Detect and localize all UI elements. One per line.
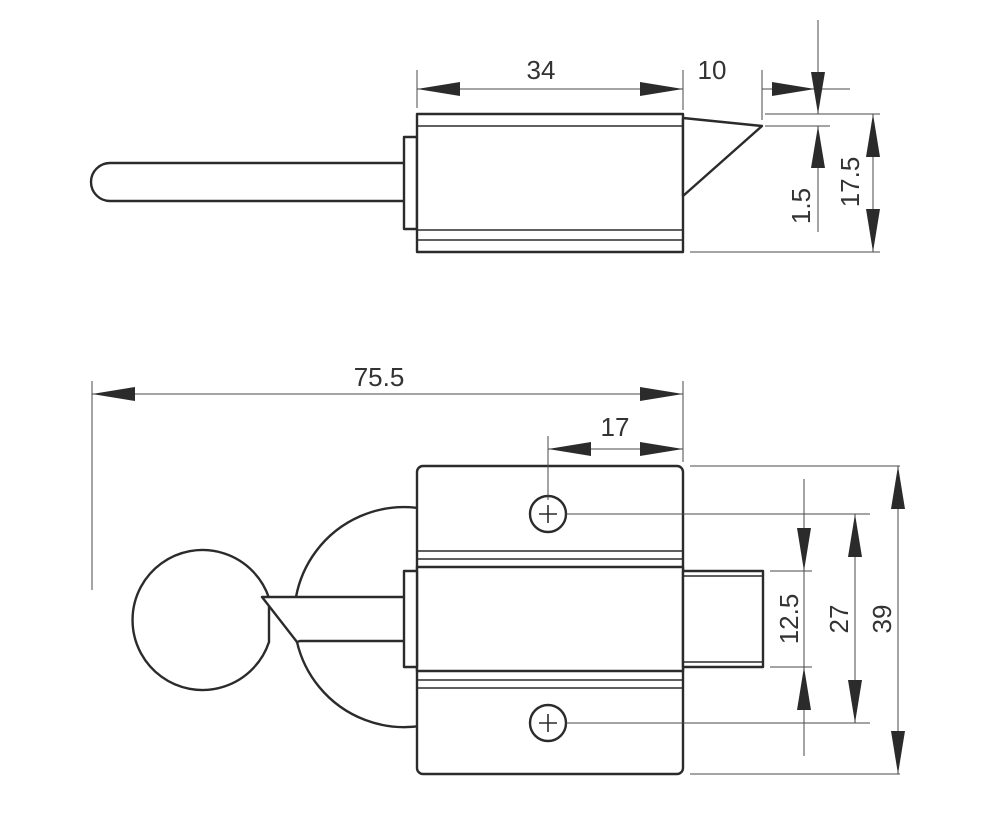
screw-hole-top-icon bbox=[528, 494, 568, 534]
dim-overall-length: 75.5 bbox=[354, 362, 405, 392]
side-view-bevel-tip bbox=[681, 116, 764, 198]
front-view-collar bbox=[402, 569, 419, 669]
front-view-bolt-tip bbox=[681, 569, 765, 669]
dim-top-tip-length: 10 bbox=[698, 55, 727, 85]
dim-hole-spacing: 27 bbox=[824, 605, 854, 634]
side-view-body bbox=[415, 112, 685, 254]
dim-top-small-offset: 1.5 bbox=[786, 188, 816, 224]
dim-top-height: 17.5 bbox=[835, 157, 865, 208]
screw-hole-bottom-icon bbox=[528, 703, 568, 743]
front-view-dimensions: 75.5 17 12.5 27 39 bbox=[91, 362, 905, 775]
dim-hole-offset: 17 bbox=[601, 412, 630, 442]
side-view-rod bbox=[89, 161, 404, 203]
side-view-collar bbox=[402, 135, 419, 231]
dim-top-body-length: 34 bbox=[527, 55, 556, 85]
dim-bolt-width: 12.5 bbox=[774, 594, 804, 645]
front-view bbox=[131, 464, 765, 776]
front-view-shank bbox=[260, 595, 408, 644]
front-view-bolt-channel bbox=[415, 565, 685, 673]
side-view-dimensions: 34 10 1.5 17.5 bbox=[416, 20, 880, 253]
dim-body-height: 39 bbox=[867, 605, 897, 634]
side-view bbox=[89, 112, 764, 254]
